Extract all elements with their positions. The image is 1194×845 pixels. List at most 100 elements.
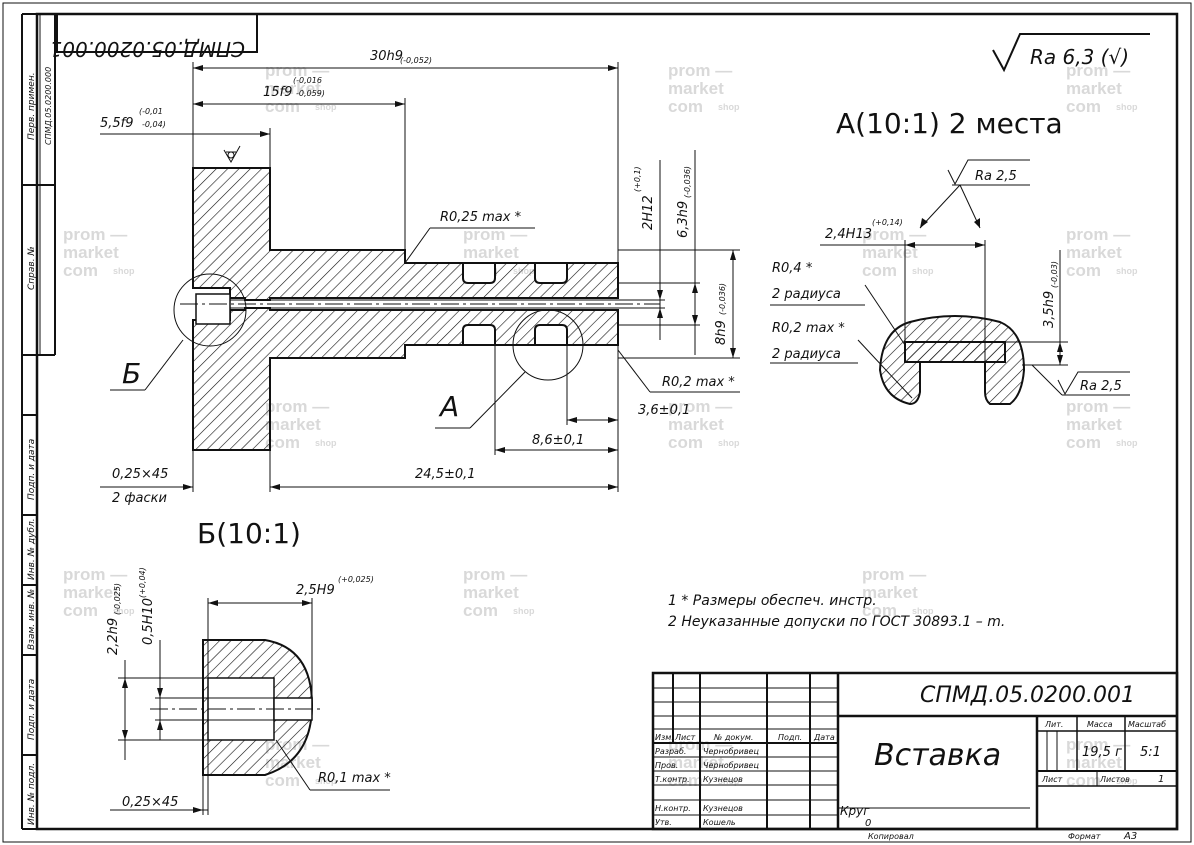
- detail-b-marker: Б: [122, 357, 141, 390]
- part-section-lower: [192, 307, 619, 451]
- scale-label: Масштаб: [1128, 720, 1166, 729]
- main-view: 30h9 (-0,052) 15f9 (-0,016 -0,059) 5,5f9…: [100, 49, 740, 506]
- detail-b-chamfer: 0,25×45: [122, 795, 178, 810]
- watermark-shop: shop: [513, 606, 535, 616]
- watermark-text: market: [1066, 243, 1122, 262]
- dim-15f9-tol-up: (-0,016: [293, 76, 322, 85]
- stamp-title: Вставка: [874, 738, 1001, 773]
- dim-2h12: 2H12: [641, 195, 656, 230]
- sprav-label: Справ. №: [27, 246, 37, 290]
- watermark-text: com: [63, 261, 98, 280]
- watermark-shop: shop: [315, 776, 337, 786]
- watermark-text: market: [1066, 753, 1122, 772]
- copied-label: Копировал: [868, 832, 914, 841]
- watermark-text: market: [265, 415, 321, 434]
- watermark-text: prom —: [1066, 225, 1130, 244]
- detail-b-dim-25-tol: (+0,025): [338, 575, 374, 584]
- watermark-text: prom —: [265, 397, 329, 416]
- inv-dubl-label: Инв. № дубл.: [27, 518, 37, 580]
- stamp-format: A3: [1123, 831, 1137, 842]
- stamp-material-sub: 0: [865, 818, 871, 829]
- watermark-text: market: [668, 415, 724, 434]
- r02-label: R0,2 max *: [662, 375, 735, 390]
- watermark-text: com: [63, 601, 98, 620]
- row-4-name: Кузнецов: [703, 804, 743, 813]
- detail-a-r02: R0,2 max *: [772, 321, 845, 336]
- watermark-shop: shop: [315, 438, 337, 448]
- technical-notes: 1 * Размеры обеспеч. инстр. 2 Неуказанны…: [668, 593, 1005, 630]
- dim-63h9-tol: (-0,036): [683, 166, 692, 198]
- stamp-mass: 19,5 г: [1082, 745, 1122, 760]
- detail-b-dim-05-tol: (+0,04): [138, 567, 147, 598]
- detail-a-title: А(10:1) 2 места: [836, 107, 1063, 140]
- detail-a-ra25-bot: Ra 2,5: [1080, 379, 1122, 394]
- watermark-text: com: [463, 601, 498, 620]
- stamp-sheets: 1: [1158, 774, 1164, 785]
- row-4-role: Н.контр.: [655, 804, 691, 813]
- watermark-text: prom —: [862, 565, 926, 584]
- watermark-text: com: [1066, 261, 1101, 280]
- watermark-text: com: [862, 261, 897, 280]
- watermark-text: prom —: [668, 61, 732, 80]
- chamfer-main-note: 2 фаски: [112, 491, 167, 506]
- side-frame-labels: Перв. примен. СПМД.05.0200.000 Справ. № …: [27, 67, 53, 825]
- detail-a-r04: R0,4 *: [772, 261, 813, 276]
- detail-b-title: Б(10:1): [197, 517, 301, 550]
- watermark-text: com: [265, 433, 300, 452]
- stamp-doc-code: СПМД.05.0200.001: [920, 683, 1135, 708]
- row-3-role: Т.контр.: [655, 775, 690, 784]
- watermark-shop: shop: [113, 606, 135, 616]
- watermark-text: prom —: [668, 397, 732, 416]
- col-list: Лист: [674, 733, 696, 742]
- detail-a-view: А(10:1) 2 места Ra: [770, 107, 1130, 406]
- note-1: 1 * Размеры обеспеч. инстр.: [668, 593, 877, 609]
- watermark-shop: shop: [315, 102, 337, 112]
- stamp-scale: 5:1: [1140, 745, 1161, 760]
- detail-b-dim-22-tol: (-0,025): [113, 583, 122, 615]
- dim-30h9-tol: (-0,052): [400, 56, 432, 65]
- dim-55f9: 5,5f9: [100, 116, 134, 131]
- watermark-text: market: [668, 79, 724, 98]
- watermark-text: com: [1066, 97, 1101, 116]
- watermark-text: com: [265, 97, 300, 116]
- watermark-text: market: [1066, 79, 1122, 98]
- row-5-role: Утв.: [655, 818, 672, 827]
- mirrored-code-box: СПМД.05.0200.001: [50, 13, 258, 61]
- detail-b-view: Б(10:1) 2,5H9 (: [106, 517, 391, 815]
- format-label: Формат: [1068, 832, 1101, 841]
- general-roughness: Ra 6,3 (√): [992, 33, 1150, 73]
- podp-data-label-1: Подп. и дата: [27, 439, 37, 500]
- mass-label: Масса: [1087, 720, 1113, 729]
- mirrored-code: СПМД.05.0200.001: [50, 37, 245, 61]
- inv-podl-label: Инв. № подл.: [27, 763, 37, 825]
- watermark-shop: shop: [718, 102, 740, 112]
- detail-a-marker: А: [438, 390, 459, 423]
- detail-a-ra25-top: Ra 2,5: [975, 169, 1017, 184]
- dim-245: 24,5±0,1: [415, 467, 476, 482]
- stamp-material: Круг: [840, 804, 870, 818]
- watermark-shop: shop: [912, 606, 934, 616]
- watermark-shop: shop: [718, 776, 740, 786]
- col-izm: Изм.: [655, 733, 674, 742]
- dim-55f9-tol-up: (-0,01: [139, 107, 163, 116]
- watermark-text: market: [668, 753, 724, 772]
- title-block: СПМД.05.0200.001 Вставка Круг 0 Изм. Лис…: [651, 671, 1179, 842]
- roughness-general-text: Ra 6,3 (√): [1030, 45, 1129, 69]
- detail-b-r01: R0,1 max *: [318, 771, 391, 786]
- col-data: Дата: [813, 733, 835, 742]
- sheet-label: Лист: [1041, 775, 1063, 784]
- r025-label: R0,25 max *: [440, 210, 522, 225]
- sheets-label: Листов: [1099, 775, 1130, 784]
- col-docum: № докум.: [713, 733, 753, 742]
- watermark-text: com: [1066, 433, 1101, 452]
